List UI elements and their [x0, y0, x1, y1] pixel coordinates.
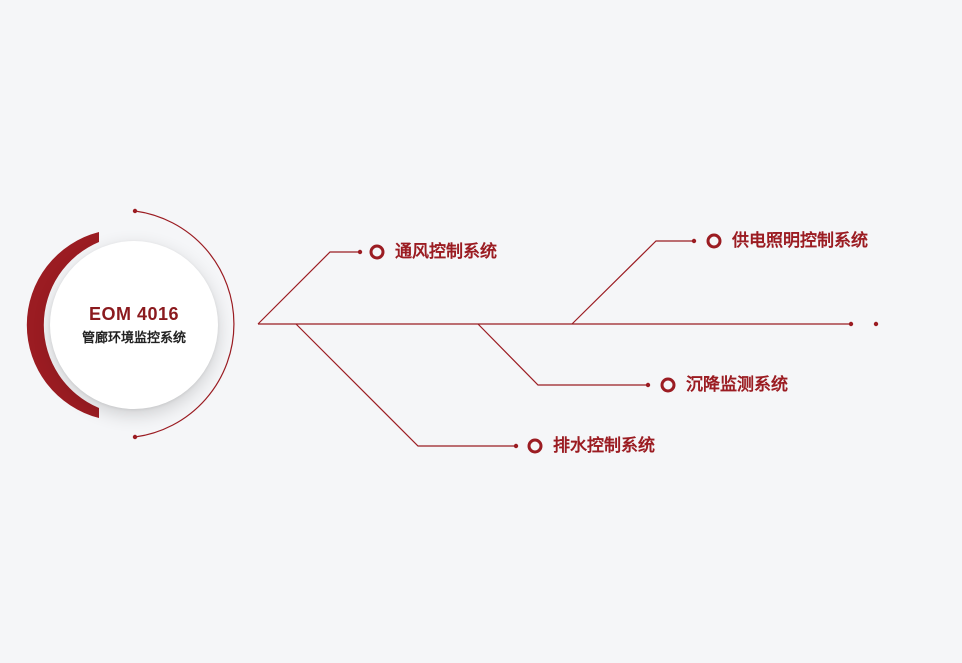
node-label-settlement: 沉降监测系统 [686, 375, 788, 395]
branch-line-settlement [477, 323, 648, 386]
branch-line-drainage [295, 323, 516, 447]
node-label-ventilation: 通风控制系统 [395, 242, 497, 262]
node-ring-ventilation [369, 244, 385, 260]
hub-crescent [26, 232, 100, 418]
branch-dot-power-lighting [691, 238, 697, 244]
hub-subtitle: 管廊环境监控系统 [81, 331, 186, 346]
node-label-power-lighting: 供电照明控制系统 [732, 231, 868, 251]
hub-arc-dot-top [132, 208, 138, 214]
branch-dot-ventilation [357, 249, 363, 255]
node-label-drainage: 排水控制系统 [553, 436, 655, 456]
node-ring-power-lighting [706, 233, 722, 249]
branch-dot-settlement [645, 382, 651, 388]
trunk-far-dot [873, 321, 879, 327]
hub-circle: EOM 4016 管廊环境监控系统 [50, 241, 218, 409]
branch-dot-drainage [513, 443, 519, 449]
hub-title: EOM 4016 [88, 304, 180, 324]
branch-line-power-lighting [571, 240, 694, 325]
node-ring-settlement [660, 377, 676, 393]
node-ring-drainage [527, 438, 543, 454]
hub-arc-dot-bottom [132, 434, 138, 440]
trunk-end-dot [848, 321, 854, 327]
hub-outer-arc [134, 210, 235, 438]
branch-line-ventilation [257, 251, 360, 325]
